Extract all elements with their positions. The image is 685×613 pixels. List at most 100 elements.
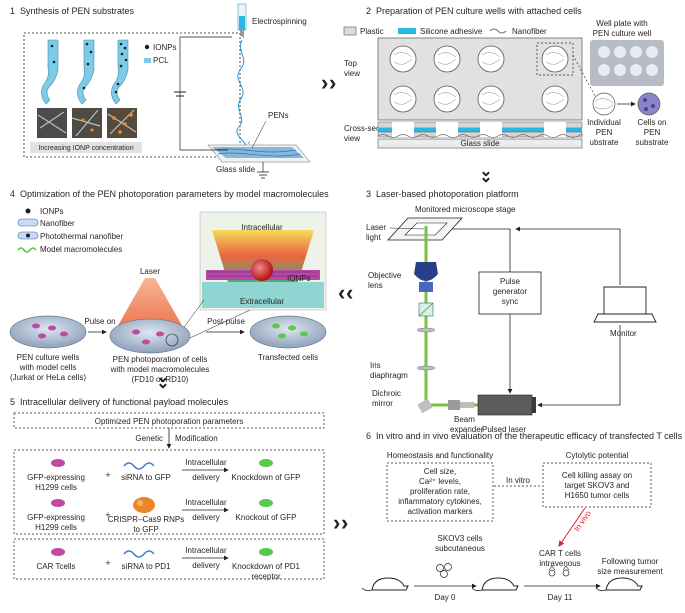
legend-pcl: PCL <box>153 56 169 65</box>
post-pulse-label: Post-pulse <box>207 317 245 326</box>
ionp-legend-dot <box>144 44 150 50</box>
glass-slide-label-2: Glass slide <box>460 139 500 148</box>
row1-cell-1: GFP-expressing <box>27 473 85 482</box>
legend-nanofiber-2: Nanofiber <box>40 219 75 228</box>
car-label-2: intravenous <box>539 559 580 568</box>
row2-arrow-1: Intracellular <box>185 498 227 507</box>
plus-sign: + <box>105 470 110 480</box>
pulse-label-1: Pulse <box>500 277 521 286</box>
iris-diaphragm <box>416 365 436 371</box>
optimized-label: Optimized PEN photoporation parameters <box>95 417 244 426</box>
row1-arrow-1: Intracellular <box>185 458 227 467</box>
panel-2: 2 Preparation of PEN culture wells with … <box>343 6 669 149</box>
row1-result-1: Knockdown of GFP <box>232 473 301 482</box>
cross-section <box>377 121 583 149</box>
panel-3-title: Laser-based photoporation platform <box>376 189 519 199</box>
well-plate-photo <box>590 40 664 86</box>
cells-on-pen-substrate <box>637 92 661 116</box>
top-view-label-2: view <box>344 69 360 78</box>
cell-icon <box>51 459 65 467</box>
panel-1-title: Synthesis of PEN substrates <box>20 6 135 16</box>
homeo-line-1: Cell size, <box>424 467 456 476</box>
sem-images <box>37 108 137 138</box>
day11-label: Day 11 <box>548 593 573 602</box>
following-label-1: Following tumor <box>602 557 659 566</box>
pens-label: PENs <box>268 111 288 120</box>
row2-payload-2: to GFP <box>133 525 158 534</box>
in-vivo-label: In vivo <box>572 509 593 534</box>
cell-icon-green <box>259 459 273 467</box>
lens-element <box>416 327 436 333</box>
chevron-down-icon: ⌄ <box>479 169 492 186</box>
panel-6-number: 6 <box>366 431 371 441</box>
photoporation-label-1: PEN photoporation of cells <box>113 355 208 364</box>
row3-result-1: Knockdown of PD1 <box>232 562 301 571</box>
mouse-icon <box>595 577 643 592</box>
homeo-line-3: proliferation rate, <box>410 487 470 496</box>
dish-photoporation <box>109 318 191 354</box>
stage-label: Monitored microscope stage <box>415 205 516 214</box>
iris-label-2: diaphragm <box>370 371 408 380</box>
plus-sign: + <box>105 558 110 568</box>
row1-arrow-2: delivery <box>192 473 220 482</box>
glass-slide-label-1: Glass slide <box>216 165 256 174</box>
increasing-ionp-caption: Increasing IONP concentration <box>38 145 133 152</box>
legend-ionps: IONPs <box>153 43 177 52</box>
electrospinning-setup <box>174 3 311 179</box>
panel-2-title: Preparation of PEN culture wells with at… <box>376 6 582 16</box>
individual-label-2: PEN <box>596 128 613 137</box>
cyto-line-1: Cell killing assay on <box>562 471 632 480</box>
delivery-row-2: GFP-expressing H1299 cells + CRISPR–Cas9… <box>27 497 296 534</box>
chevron-left-icon: ‹ <box>338 280 345 305</box>
legend-silicone: Silicone adhesive <box>420 27 483 36</box>
following-label-2: size measurement <box>597 567 663 576</box>
panel-4: 4 Optimization of the PEN photoporation … <box>9 189 329 384</box>
nanofiber-swatch <box>489 28 507 34</box>
legend-photothermal: Photothermal nanofiber <box>40 232 124 241</box>
homeostasis-heading: Homeostasis and functionality <box>387 451 493 460</box>
panel-2-number: 2 <box>366 6 371 16</box>
day0-label: Day 0 <box>435 593 456 602</box>
pulsed-laser-label: Pulsed laser <box>482 425 526 434</box>
panel-5: 5 Intracellular delivery of functional p… <box>10 397 325 581</box>
chevron-right-icon: › <box>329 70 336 95</box>
ionp-legend-dot-2 <box>25 208 31 214</box>
chevron-right-icon: › <box>321 70 328 95</box>
chevron-right-icon: › <box>333 510 340 535</box>
cytolytic-heading: Cytolytic potential <box>566 451 629 460</box>
pulse-on-label: Pulse on <box>84 317 115 326</box>
skov3-label-1: SKOV3 cells <box>438 534 483 543</box>
chevron-left-icon: ‹ <box>346 280 353 305</box>
individual-label-1: Individual <box>587 118 621 127</box>
cells-on-label-1: Cells on <box>638 118 667 127</box>
individual-pen-substrate <box>592 92 616 116</box>
chevron-down-icon: ⌄ <box>156 369 169 386</box>
skov3-label-2: subcutaneous <box>435 544 485 553</box>
chevron-down-icon: ⌄ <box>156 375 169 392</box>
ionps-inset-label: IONPs <box>287 274 311 283</box>
photoporation-label-3: (FD10 or RD10) <box>132 375 189 384</box>
pulse-label-3: sync <box>502 297 518 306</box>
photoporation-inset <box>199 211 327 311</box>
panel-3-number: 3 <box>366 189 371 199</box>
cell-icon-green <box>259 548 273 556</box>
mouse-icon <box>471 577 519 592</box>
cross-view-label-1: Cross-sectional <box>344 124 399 133</box>
laser-label: Laser <box>140 267 160 276</box>
car-t-cells-icon <box>548 565 570 577</box>
panel-4-title: Optimization of the PEN photoporation pa… <box>20 189 329 199</box>
panel-1-number: 1 <box>10 6 15 16</box>
silicone-swatch <box>398 28 416 34</box>
dish-transfected <box>249 315 327 349</box>
legend-nanofiber: Nanofiber <box>512 27 547 36</box>
car-t-experiment-box <box>13 538 325 580</box>
legend-ionps-2: IONPs <box>40 207 64 216</box>
photoporation-label-2: with model macromolecules <box>110 365 210 374</box>
pcl-fibers <box>41 39 129 105</box>
monitor-label: Monitor <box>610 329 637 338</box>
tumor-cells-icon <box>436 563 452 578</box>
objective-label-2: lens <box>368 281 383 290</box>
cell-icon <box>51 499 65 507</box>
top-view-label-1: Top <box>344 59 357 68</box>
